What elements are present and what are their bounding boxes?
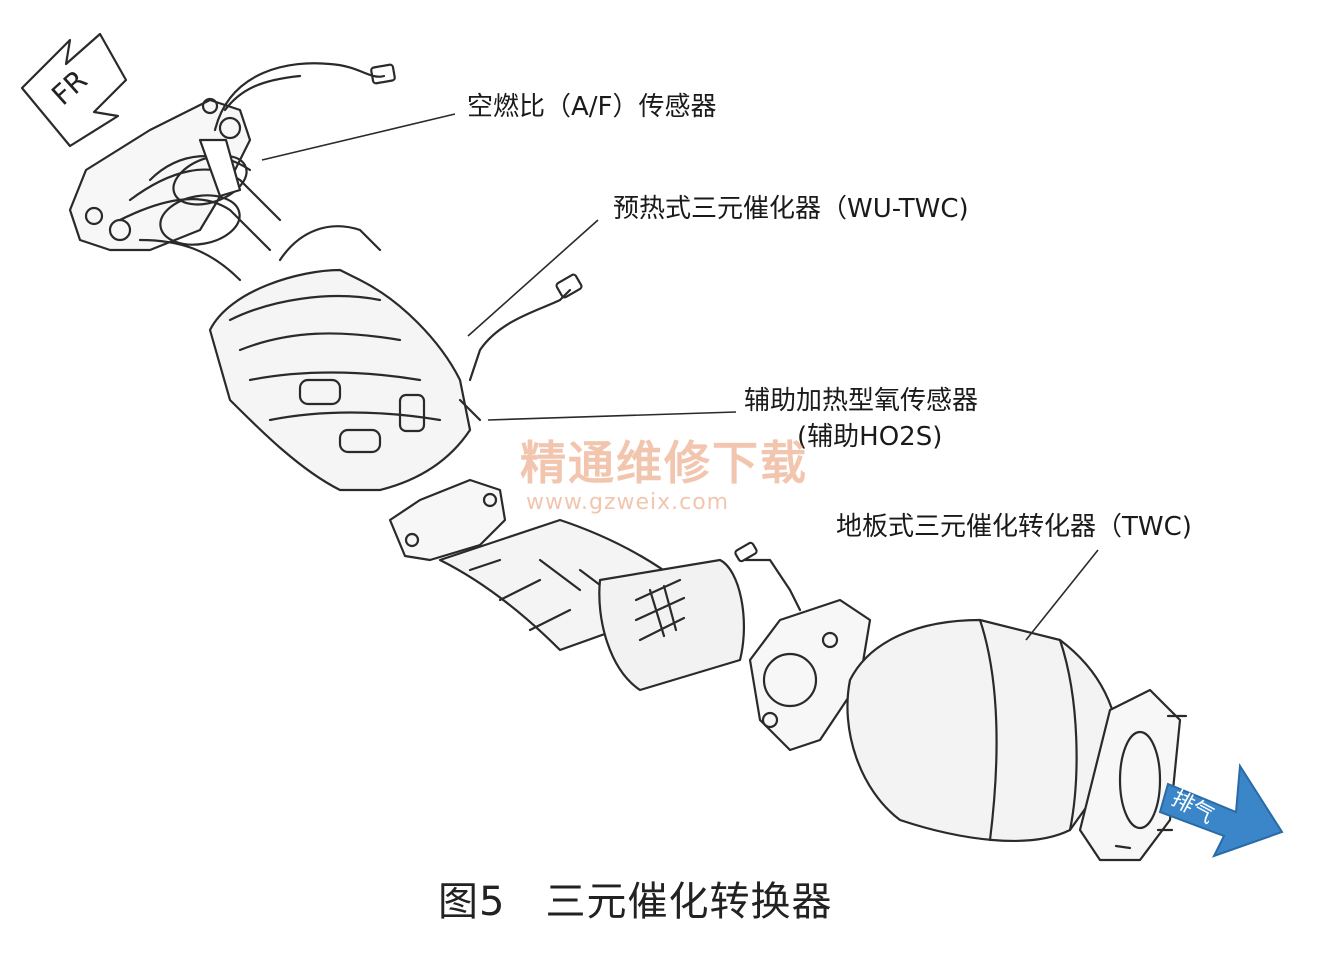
ho2s-sensor-body: [458, 398, 482, 422]
af-leader: [261, 113, 456, 161]
twc-label: 地板式三元催化转化器（TWC): [836, 512, 1192, 542]
figure-title: 三元催化转换器: [545, 879, 833, 925]
wu-twc-sensor-wire: [468, 288, 572, 382]
watermark-url: www.gzweix.com: [526, 490, 730, 515]
twc-body: [846, 618, 1122, 842]
twc-leader: [1025, 549, 1099, 641]
af-sensor-label: 空燃比（A/F）传感器: [467, 92, 717, 122]
ho2s-leader: [487, 411, 737, 421]
af-sensor-wire: [213, 62, 386, 132]
watermark-text: 精通维修下载: [520, 436, 808, 490]
figure-number: 图5: [438, 879, 506, 925]
wu-twc-label: 预热式三元催化器（WU-TWC): [613, 194, 969, 224]
ho2s-label-sub: (辅助HO2S): [797, 422, 943, 452]
wu-leader: [467, 219, 599, 337]
ho2s-label: 辅助加热型氧传感器: [744, 386, 979, 416]
outlet-flange: [1078, 688, 1182, 862]
front-direction-arrow: [20, 32, 128, 148]
wu-twc-body: [208, 268, 472, 492]
exhaust-direction-arrow: [1158, 762, 1284, 858]
figure-caption: 图5 三元催化转换器: [438, 882, 832, 922]
